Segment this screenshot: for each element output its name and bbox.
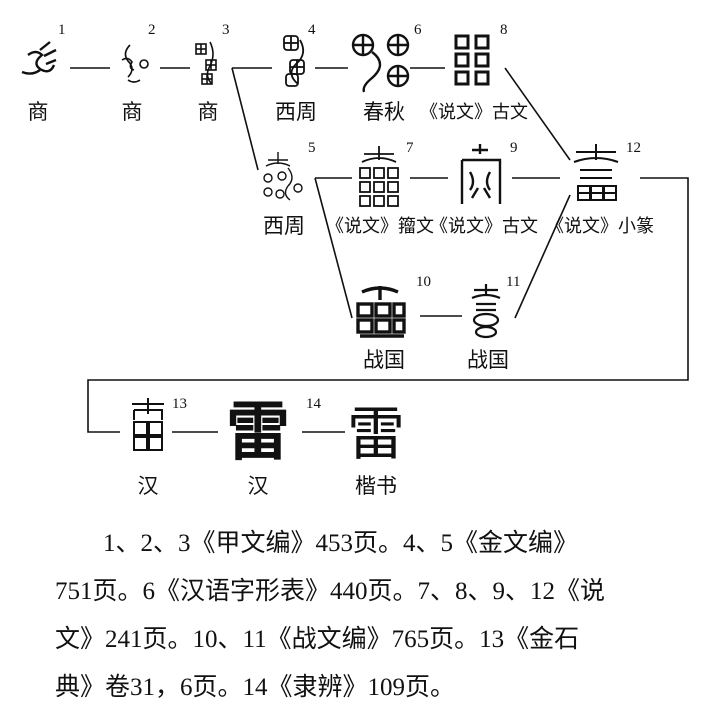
node-label: 《说文》古文: [430, 216, 538, 237]
glyph-10: [356, 286, 406, 338]
glyph-7: [359, 146, 399, 207]
node-label: 战国: [467, 348, 509, 372]
node-number: 13: [172, 396, 187, 412]
node-label: 西周: [263, 214, 305, 238]
connector-11-12: [514, 194, 571, 319]
node-label: 商: [121, 100, 143, 124]
glyph-2: [121, 44, 149, 83]
glyph-3: [195, 41, 217, 85]
node-number: 12: [626, 140, 641, 156]
glyph-9: [460, 144, 502, 204]
glyph-14: 雷: [226, 395, 290, 470]
caption-line: 1、2、3《甲文编》453页。4、5《金文编》: [103, 530, 579, 557]
glyph-1: [21, 41, 57, 75]
node-number: 11: [506, 274, 521, 290]
node-label: 汉: [247, 474, 269, 498]
node-label: 西周: [275, 100, 317, 124]
node-label: 楷书: [355, 474, 397, 498]
node-label: 春秋: [363, 100, 405, 124]
connector-5-10: [314, 177, 353, 319]
node-number: 6: [414, 22, 422, 38]
glyph-8: [454, 34, 490, 86]
node-label: 《说文》小篆: [546, 216, 654, 237]
node-number: 4: [308, 22, 316, 38]
node-number: 1: [58, 22, 66, 38]
glyph-5: [263, 152, 303, 201]
node-number: 3: [222, 22, 230, 38]
node-number: 14: [306, 396, 321, 412]
node-label: 商: [197, 100, 219, 124]
glyph-13: [132, 398, 164, 451]
node-number: 7: [406, 140, 414, 156]
connector-12-13: [87, 177, 689, 433]
node-label: 《说文》籀文: [326, 216, 434, 237]
glyph-6: [351, 33, 410, 93]
node-label: 商: [27, 100, 49, 124]
node-number: 5: [308, 140, 316, 156]
caption-line: 典》卷31，6页。14《隶辨》109页。: [55, 674, 456, 701]
caption-line: 751页。6《汉语字形表》440页。7、8、9、12《说: [55, 578, 606, 605]
node-number: 10: [416, 274, 431, 290]
node-label: 战国: [363, 348, 405, 372]
node-label: 汉: [137, 474, 159, 498]
connector-3-5: [231, 67, 259, 171]
connector-8-12: [504, 67, 571, 161]
node-number: 8: [500, 22, 508, 38]
connector-lines: [70, 67, 689, 433]
glyph-kaishu: 雷: [347, 400, 405, 468]
node-number: 9: [510, 140, 518, 156]
node-label: 《说文》古文: [420, 102, 528, 123]
glyph-4: [283, 35, 305, 87]
node-number: 2: [148, 22, 156, 38]
source-caption: 1、2、3《甲文编》453页。4、5《金文编》 751页。6《汉语字形表》440…: [55, 520, 675, 712]
glyph-11: [471, 284, 501, 339]
caption-line: 文》241页。10、11《战文编》765页。13《金石: [55, 626, 580, 653]
glyph-12: [573, 144, 619, 201]
